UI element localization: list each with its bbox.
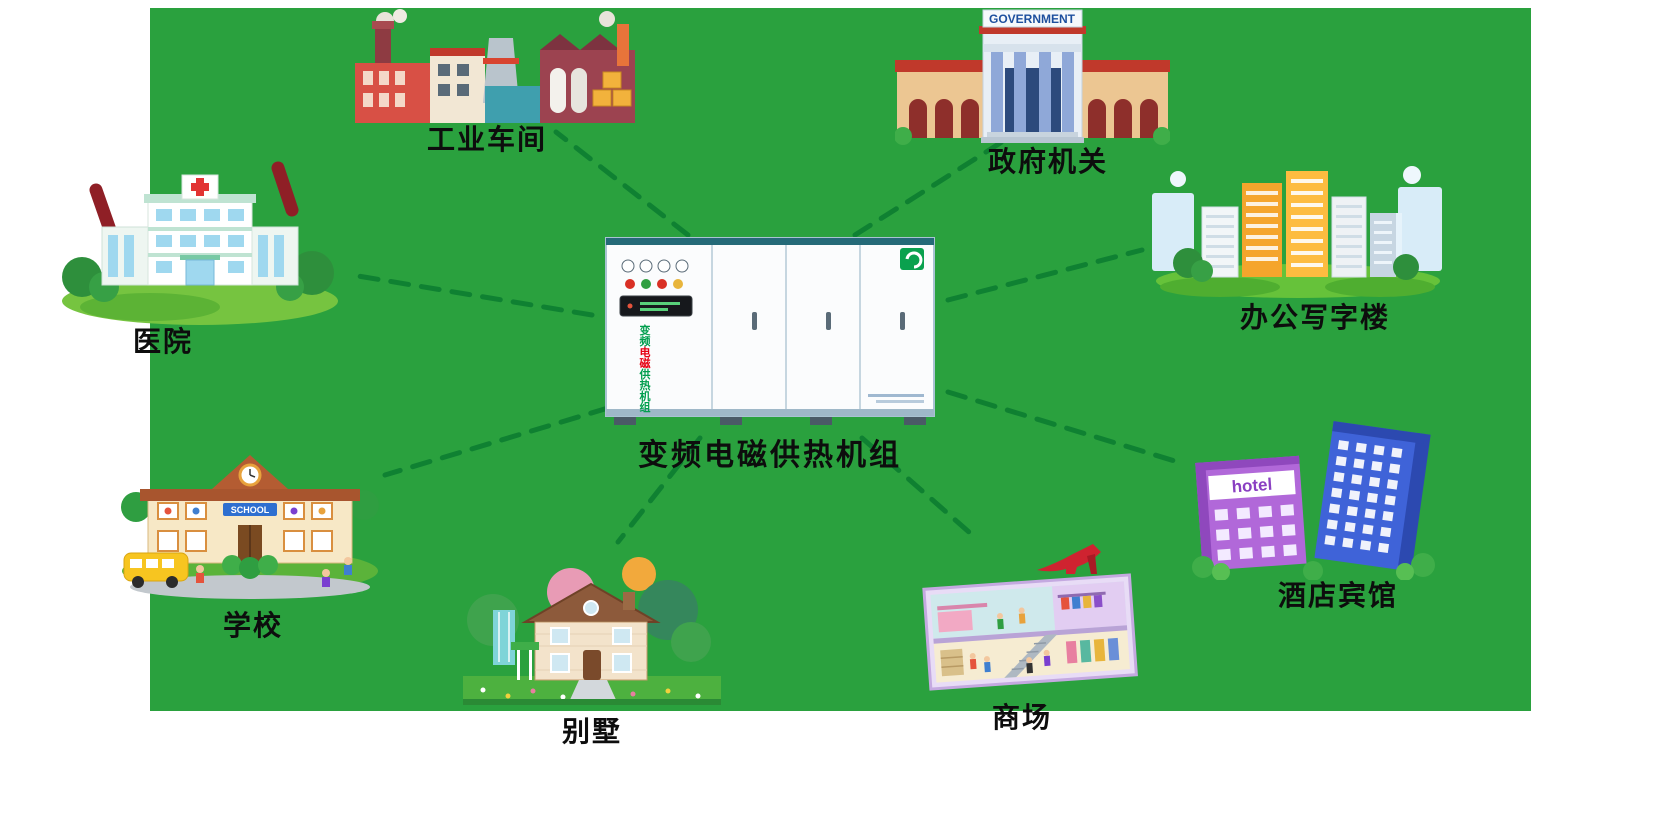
clock-icon — [238, 463, 262, 487]
node-offices — [1150, 165, 1445, 300]
government-illustration: GOVERNMENT — [895, 9, 1170, 145]
node-government: GOVERNMENT — [895, 8, 1170, 148]
node-hospital — [60, 165, 340, 325]
company-text-lines — [868, 394, 924, 403]
school-sign: SCHOOL — [231, 505, 270, 515]
children-figures — [196, 557, 352, 587]
svg-text:变: 变 — [640, 323, 651, 337]
mall-illustration — [922, 544, 1138, 691]
node-school: SCHOOL — [120, 445, 380, 600]
hospital-label: 医院 — [132, 326, 194, 357]
offices-illustration — [1152, 166, 1442, 298]
svg-text:组: 组 — [640, 400, 651, 414]
flowers — [480, 687, 701, 700]
red-shoe-icon — [1037, 544, 1101, 574]
svg-text:供: 供 — [639, 367, 651, 381]
svg-text:磁: 磁 — [640, 356, 651, 370]
hotel-sign: hotel — [1231, 475, 1273, 497]
svg-text:频: 频 — [640, 334, 651, 348]
house-label: 别墅 — [561, 716, 623, 747]
school-illustration: SCHOOL — [121, 455, 379, 599]
brand-logo-icon — [900, 248, 924, 270]
factory-illustration — [355, 9, 635, 123]
school-bus — [123, 552, 189, 588]
control-display — [619, 295, 693, 317]
heating-unit-illustration: 变 频 电 磁 供 热 机 组 — [605, 237, 935, 425]
svg-text:热: 热 — [640, 378, 651, 392]
factory-label: 工业车间 — [426, 124, 548, 155]
sun-icon — [622, 557, 656, 591]
mall-label: 商场 — [991, 702, 1053, 733]
svg-text:机: 机 — [640, 389, 651, 403]
shopper-figures — [969, 607, 1051, 674]
svg-text:电: 电 — [640, 345, 651, 359]
school-label: 学校 — [222, 610, 284, 641]
node-house — [463, 550, 721, 705]
government-label: 政府机关 — [987, 146, 1109, 177]
offices-label: 办公写字楼 — [1239, 302, 1391, 333]
node-mall — [905, 540, 1155, 695]
hotel-illustration: hotel — [1192, 421, 1435, 580]
gauge-cluster — [621, 259, 689, 289]
hospital-illustration — [62, 174, 338, 325]
house-illustration — [463, 557, 721, 705]
node-heating-unit: 变 频 电 磁 供 热 机 组 — [600, 228, 940, 430]
heating-unit-label: 变频电磁供热机组 — [638, 439, 902, 472]
hotel-label: 酒店宾馆 — [1277, 580, 1399, 611]
node-hotel: hotel — [1185, 415, 1445, 580]
door-handles — [752, 312, 905, 330]
government-sign: GOVERNMENT — [989, 12, 1076, 26]
unit-vertical-name: 变 频 电 磁 供 热 机 组 — [639, 323, 651, 414]
node-factory — [355, 8, 635, 123]
red-cross-icon — [191, 178, 209, 196]
